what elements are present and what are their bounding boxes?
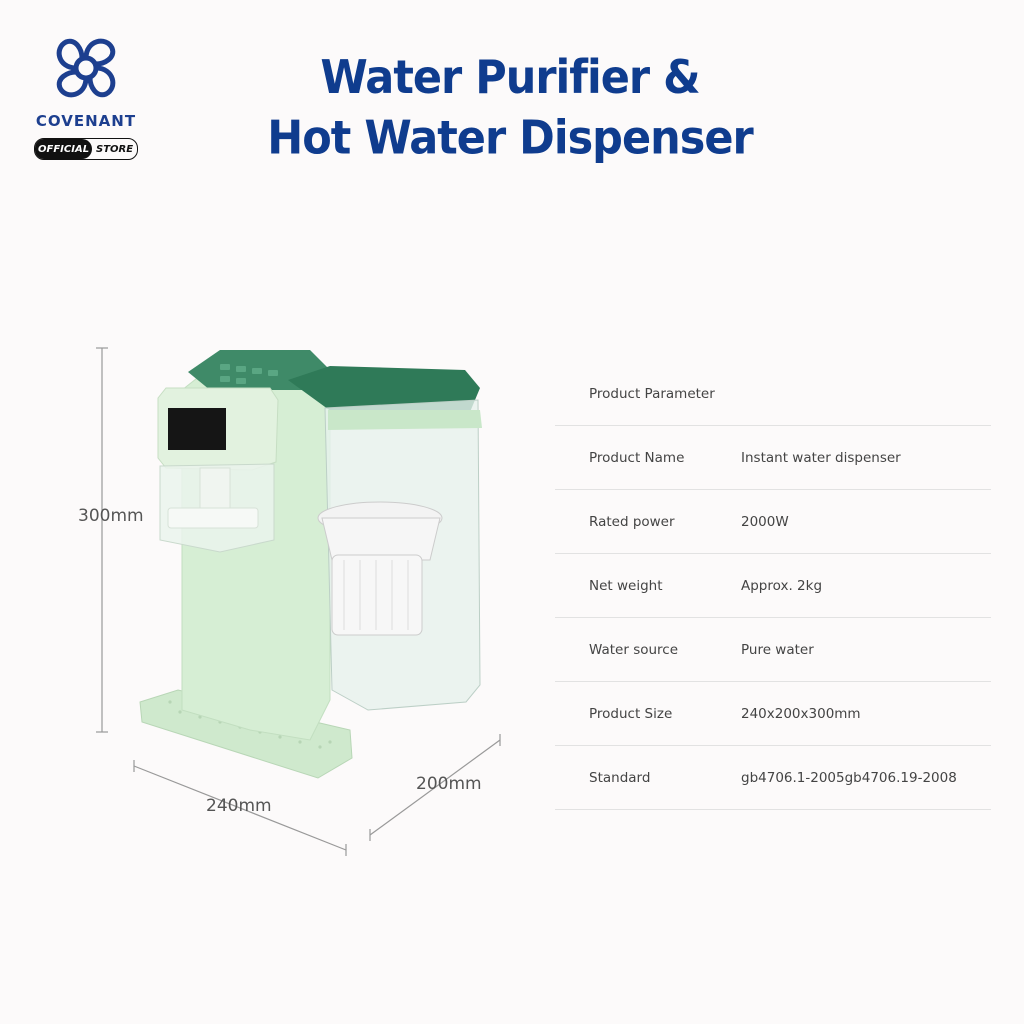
parameter-label: Product Size: [589, 705, 673, 722]
brand-logo: COVENANT OFFICIAL STORE: [30, 28, 142, 168]
parameter-label: Water source: [589, 641, 679, 658]
parameter-label: Rated power: [589, 513, 675, 530]
parameter-value: Approx. 2kg: [741, 577, 823, 594]
product-illustration: [70, 330, 530, 860]
depth-dimension-label: 200mm: [416, 774, 482, 794]
parameter-row: Net weight Approx. 2kg: [555, 554, 991, 618]
parameter-row: Product Size 240x200x300mm: [555, 682, 991, 746]
parameter-table: Product Parameter Product Name Instant w…: [555, 362, 991, 810]
water-dispenser-image: [96, 347, 501, 856]
parameter-value: gb4706.1-2005gb4706.19-2008: [741, 769, 957, 786]
official-store-badge: OFFICIAL STORE: [34, 138, 138, 160]
flower-logo-icon: [56, 38, 116, 98]
badge-store: STORE: [96, 143, 134, 155]
parameter-value: Instant water dispenser: [741, 449, 901, 466]
parameter-label: Standard: [589, 769, 651, 786]
parameter-label: Net weight: [589, 577, 663, 594]
parameter-value: 240x200x300mm: [741, 705, 861, 722]
parameter-row: Standard gb4706.1-2005gb4706.19-2008: [555, 746, 991, 810]
parameter-value: 2000W: [741, 513, 789, 530]
parameter-row: Product Name Instant water dispenser: [555, 426, 991, 490]
parameter-value: Pure water: [741, 641, 814, 658]
brand-name: COVENANT: [35, 112, 137, 130]
parameter-header-row: Product Parameter: [555, 362, 991, 426]
badge-official: OFFICIAL: [35, 139, 93, 159]
height-dimension-label: 300mm: [78, 506, 144, 526]
parameter-row: Rated power 2000W: [555, 490, 991, 554]
title-line-1: Water Purifier &: [320, 50, 700, 105]
title-line-2: Hot Water Dispenser: [267, 111, 753, 166]
parameter-row: Water source Pure water: [555, 618, 991, 682]
page-title: Water Purifier & Hot Water Dispenser: [240, 48, 780, 169]
parameter-label: Product Name: [589, 449, 685, 466]
parameter-header: Product Parameter: [589, 385, 715, 402]
width-dimension-label: 240mm: [206, 796, 272, 816]
